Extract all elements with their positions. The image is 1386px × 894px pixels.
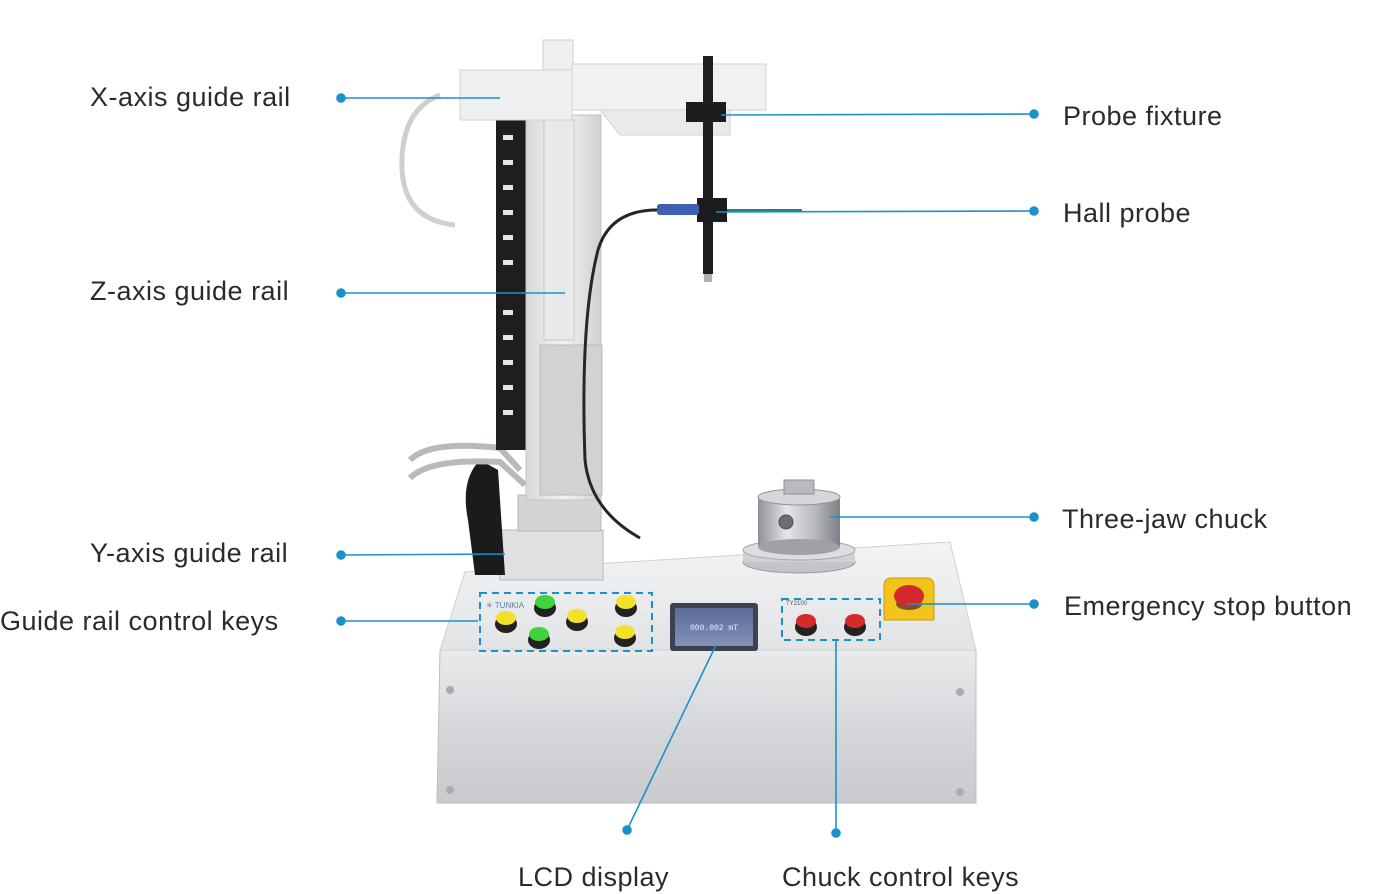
brand-logo: ✳ TUNKIA (486, 601, 525, 610)
key-yellow-top-right[interactable] (615, 595, 637, 617)
key-yellow-bottom-right[interactable] (614, 625, 636, 647)
chuck-key-right[interactable] (844, 614, 866, 636)
label-x-axis-guide-rail: X-axis guide rail (90, 82, 291, 112)
svg-text:TY2100: TY2100 (786, 601, 808, 607)
leader-lines (336, 93, 1039, 838)
lcd-screen: 000.002 mT (670, 603, 758, 651)
label-z-axis-guide-rail: Z-axis guide rail (90, 276, 290, 306)
key-green-down[interactable] (528, 627, 550, 649)
label-emergency-stop-button: Emergency stop button (1064, 591, 1353, 621)
guide-rail-control-keys: ✳ TUNKIA (479, 592, 653, 652)
probe-rod (582, 56, 802, 540)
key-green-up[interactable] (534, 595, 556, 617)
key-yellow-mid[interactable] (566, 609, 588, 631)
label-chuck-control-keys: Chuck control keys (782, 862, 1020, 892)
three-jaw-chuck (742, 479, 856, 574)
label-lcd-display: LCD display (518, 862, 670, 892)
label-hall-probe: Hall probe (1063, 198, 1192, 228)
chuck-key-left[interactable] (795, 614, 817, 636)
chuck-control-keys: TY2100 (781, 598, 881, 641)
key-yellow-left[interactable] (495, 611, 517, 633)
emergency-stop-button[interactable] (883, 577, 935, 621)
label-probe-fixture: Probe fixture (1063, 101, 1223, 131)
label-three-jaw-chuck: Three-jaw chuck (1062, 504, 1268, 534)
z-axis-column (496, 114, 603, 501)
label-y-axis-guide-rail: Y-axis guide rail (90, 538, 289, 568)
x-axis-assembly (399, 39, 767, 228)
y-axis-carriage (407, 442, 604, 581)
label-guide-rail-control-keys: Guide rail control keys (0, 606, 279, 636)
svg-text:000.002 mT: 000.002 mT (690, 624, 738, 633)
